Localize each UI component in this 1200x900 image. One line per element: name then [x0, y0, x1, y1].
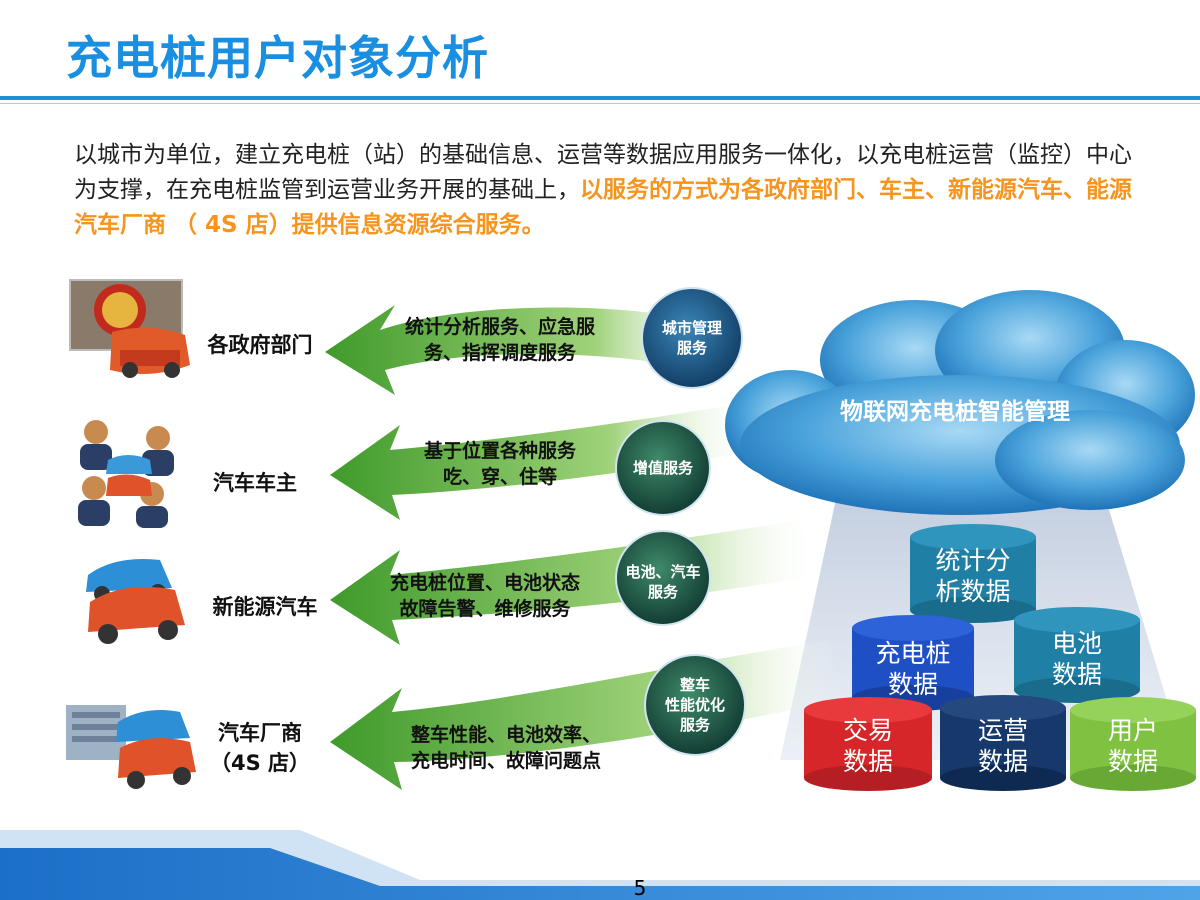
badge-city-line1: 城市管理 [661, 319, 722, 337]
page-number: 5 [633, 876, 647, 900]
badge-battery-line1: 电池、汽车 [625, 563, 701, 581]
footer-band-blue [0, 848, 1200, 900]
db-user-line2: 数据 [1107, 747, 1158, 776]
db-transaction-line2: 数据 [842, 747, 893, 776]
label-car-maker: 汽车厂商 （4S 店） [200, 718, 320, 778]
intro-paragraph: 以城市为单位，建立充电桩（站）的基础信息、运营等数据应用服务一体化，以充电桩运营… [74, 138, 1144, 243]
new-energy-car-icon [86, 559, 185, 644]
service-car-owner-line1: 基于位置各种服务 [423, 440, 576, 462]
badge-city-service [641, 287, 743, 389]
badge-battery-service-text: 电池、汽车 服务 [608, 562, 718, 602]
arrow-gov [325, 305, 740, 395]
db-operation-line1: 运营 [977, 716, 1028, 745]
label-new-energy: 新能源汽车 [212, 595, 318, 619]
car-owner-people-icon [78, 420, 174, 528]
service-new-energy-line1: 充电桩位置、电池状态 [389, 572, 580, 594]
service-government: 统计分析服务、应急服 务、指挥调度服务 [380, 314, 620, 366]
badge-battery-line2: 服务 [647, 583, 678, 601]
badge-city-service-text: 城市管理 服务 [642, 318, 742, 358]
label-government: 各政府部门 [207, 333, 313, 357]
service-car-maker-line2: 充电时间、故障问题点 [410, 750, 601, 772]
intro-highlight: 以服务的方式为各政府部门、车主、新能源汽车、能源汽车厂商 （ 4S 店）提供信息… [74, 177, 1132, 238]
label-car-maker-line1: 汽车厂商 [218, 721, 302, 745]
service-new-energy: 充电桩位置、电池状态 故障告警、维修服务 [370, 570, 600, 622]
db-battery-line1: 电池 [1051, 629, 1102, 658]
label-car-owner: 汽车车主 [213, 471, 297, 495]
intro-text: 以城市为单位，建立充电桩（站）的基础信息、运营等数据应用服务一体化，以充电桩运营… [74, 142, 1132, 203]
db-pile-line2: 数据 [887, 670, 938, 699]
service-new-energy-line2: 故障告警、维修服务 [399, 598, 571, 620]
service-car-maker: 整车性能、电池效率、 充电时间、故障问题点 [386, 722, 626, 774]
db-label-operation: 运营 数据 [940, 715, 1066, 777]
db-stats-line1: 统计分 [935, 546, 1011, 575]
db-label-charging-pile: 充电桩 数据 [852, 638, 974, 700]
service-car-maker-line1: 整车性能、电池效率、 [410, 724, 601, 746]
car-maker-factory-icon [66, 705, 196, 789]
badge-city-line2: 服务 [676, 339, 707, 357]
badge-vehicle-line3: 服务 [679, 716, 710, 734]
database-transaction [804, 697, 932, 791]
page-title: 充电桩用户对象分析 [66, 31, 489, 85]
db-user-line1: 用户 [1107, 716, 1158, 745]
database-user [1070, 697, 1196, 791]
db-stats-line2: 析数据 [935, 577, 1011, 606]
government-emblem-icon [69, 279, 190, 378]
database-charging-pile [852, 615, 974, 711]
badge-vehicle-service [644, 654, 746, 756]
db-label-user: 用户 数据 [1070, 715, 1196, 777]
database-stats [910, 524, 1036, 623]
db-pile-line1: 充电桩 [875, 639, 951, 668]
cloud-shape [725, 290, 1195, 515]
badge-value-line1: 增值服务 [632, 459, 693, 477]
badge-vehicle-line2: 性能优化 [664, 696, 725, 714]
title-divider [0, 96, 1200, 100]
db-operation-line2: 数据 [977, 747, 1028, 776]
database-battery [1014, 607, 1140, 703]
db-battery-line2: 数据 [1051, 660, 1102, 689]
service-car-owner: 基于位置各种服务 吃、穿、住等 [390, 438, 610, 490]
db-label-transaction: 交易 数据 [804, 715, 932, 777]
database-operation [940, 695, 1066, 791]
cloud-label: 物联网充电桩智能管理 [840, 399, 1070, 425]
badge-value-service [615, 420, 711, 516]
service-government-line1: 统计分析服务、应急服 [404, 316, 595, 338]
db-transaction-line1: 交易 [842, 716, 893, 745]
db-label-battery: 电池 数据 [1014, 628, 1140, 690]
service-car-owner-line2: 吃、穿、住等 [442, 466, 557, 488]
badge-vehicle-service-text: 整车 性能优化 服务 [645, 675, 745, 735]
badge-battery-service [615, 530, 711, 626]
badge-vehicle-line1: 整车 [679, 676, 710, 694]
badge-value-service-text: 增值服务 [613, 458, 713, 478]
title-divider-thin [0, 103, 1200, 104]
label-car-maker-line2: （4S 店） [209, 751, 311, 775]
db-label-stats: 统计分 析数据 [910, 545, 1036, 607]
service-government-line2: 务、指挥调度服务 [423, 342, 576, 364]
